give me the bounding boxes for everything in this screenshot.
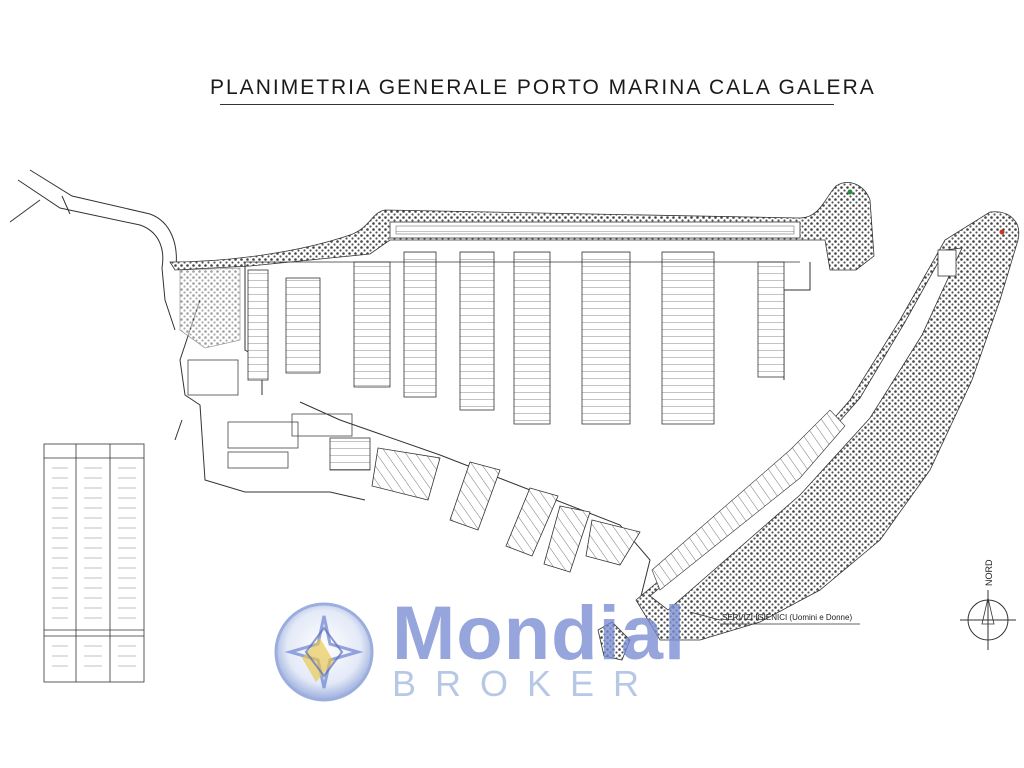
entrance-area — [597, 189, 1005, 661]
green-light-marker — [847, 189, 853, 195]
title-underline — [220, 104, 834, 105]
north-compass: NORD — [960, 559, 1016, 650]
south-breakwater — [635, 211, 1020, 641]
plan-title: PLANIMETRIA GENERALE PORTO MARINA CALA G… — [210, 76, 876, 99]
north-breakwater — [169, 182, 875, 271]
land-area — [179, 267, 353, 469]
services-label: SERVIZI IGIENICI (Uomini e Donne) — [722, 613, 852, 622]
finger-piers — [245, 251, 800, 425]
north-label: NORD — [984, 559, 994, 586]
red-light-marker — [999, 229, 1005, 235]
south-quay-berths — [329, 437, 641, 573]
services-callout: SERVIZI IGIENICI (Uomini e Donne) — [689, 611, 860, 625]
access-road — [9, 169, 177, 331]
berth-table — [43, 443, 145, 683]
